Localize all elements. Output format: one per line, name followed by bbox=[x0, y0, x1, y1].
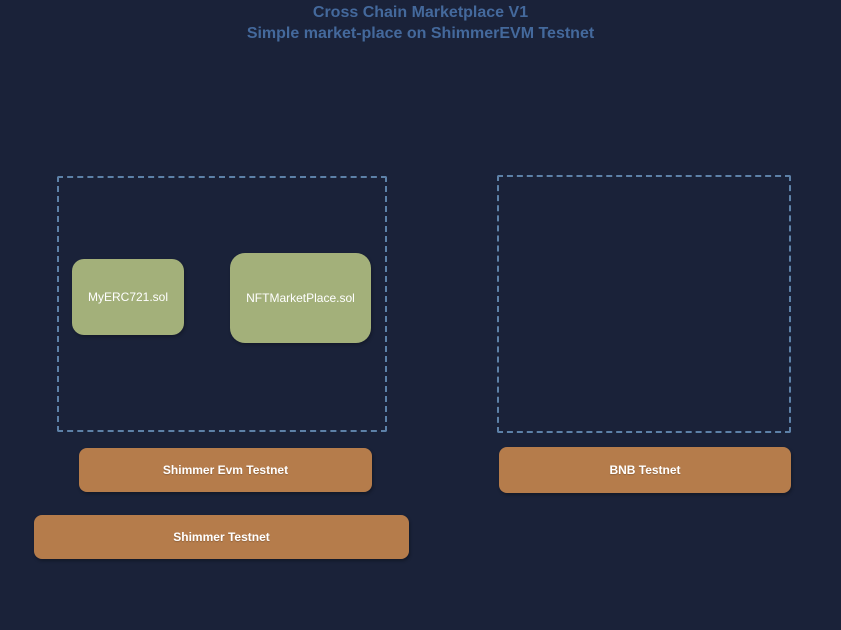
page-subtitle: Simple market-place on ShimmerEVM Testne… bbox=[246, 25, 595, 42]
shimmer-testnet-button[interactable]: Shimmer Testnet bbox=[34, 515, 409, 559]
shimmer-evm-testnet-button[interactable]: Shimmer Evm Testnet bbox=[79, 448, 372, 492]
chain-button-label: Shimmer Testnet bbox=[173, 530, 270, 544]
chain-button-label: Shimmer Evm Testnet bbox=[162, 463, 289, 477]
page-title: Cross Chain Marketplace V1 bbox=[312, 4, 529, 21]
contract-node-label: NFTMarketPlace.sol bbox=[246, 291, 355, 305]
page-header: Cross Chain Marketplace V1 Simple market… bbox=[0, 2, 841, 44]
contract-node-nftmarketplace[interactable]: NFTMarketPlace.sol bbox=[230, 253, 371, 343]
bnb-testnet-button[interactable]: BNB Testnet bbox=[499, 447, 791, 493]
bnb-zone[interactable] bbox=[497, 175, 791, 433]
contract-node-myerc721[interactable]: MyERC721.sol bbox=[72, 259, 184, 335]
chain-button-label: BNB Testnet bbox=[609, 463, 681, 477]
shimmer-evm-zone[interactable] bbox=[57, 176, 387, 432]
contract-node-label: MyERC721.sol bbox=[87, 290, 169, 304]
